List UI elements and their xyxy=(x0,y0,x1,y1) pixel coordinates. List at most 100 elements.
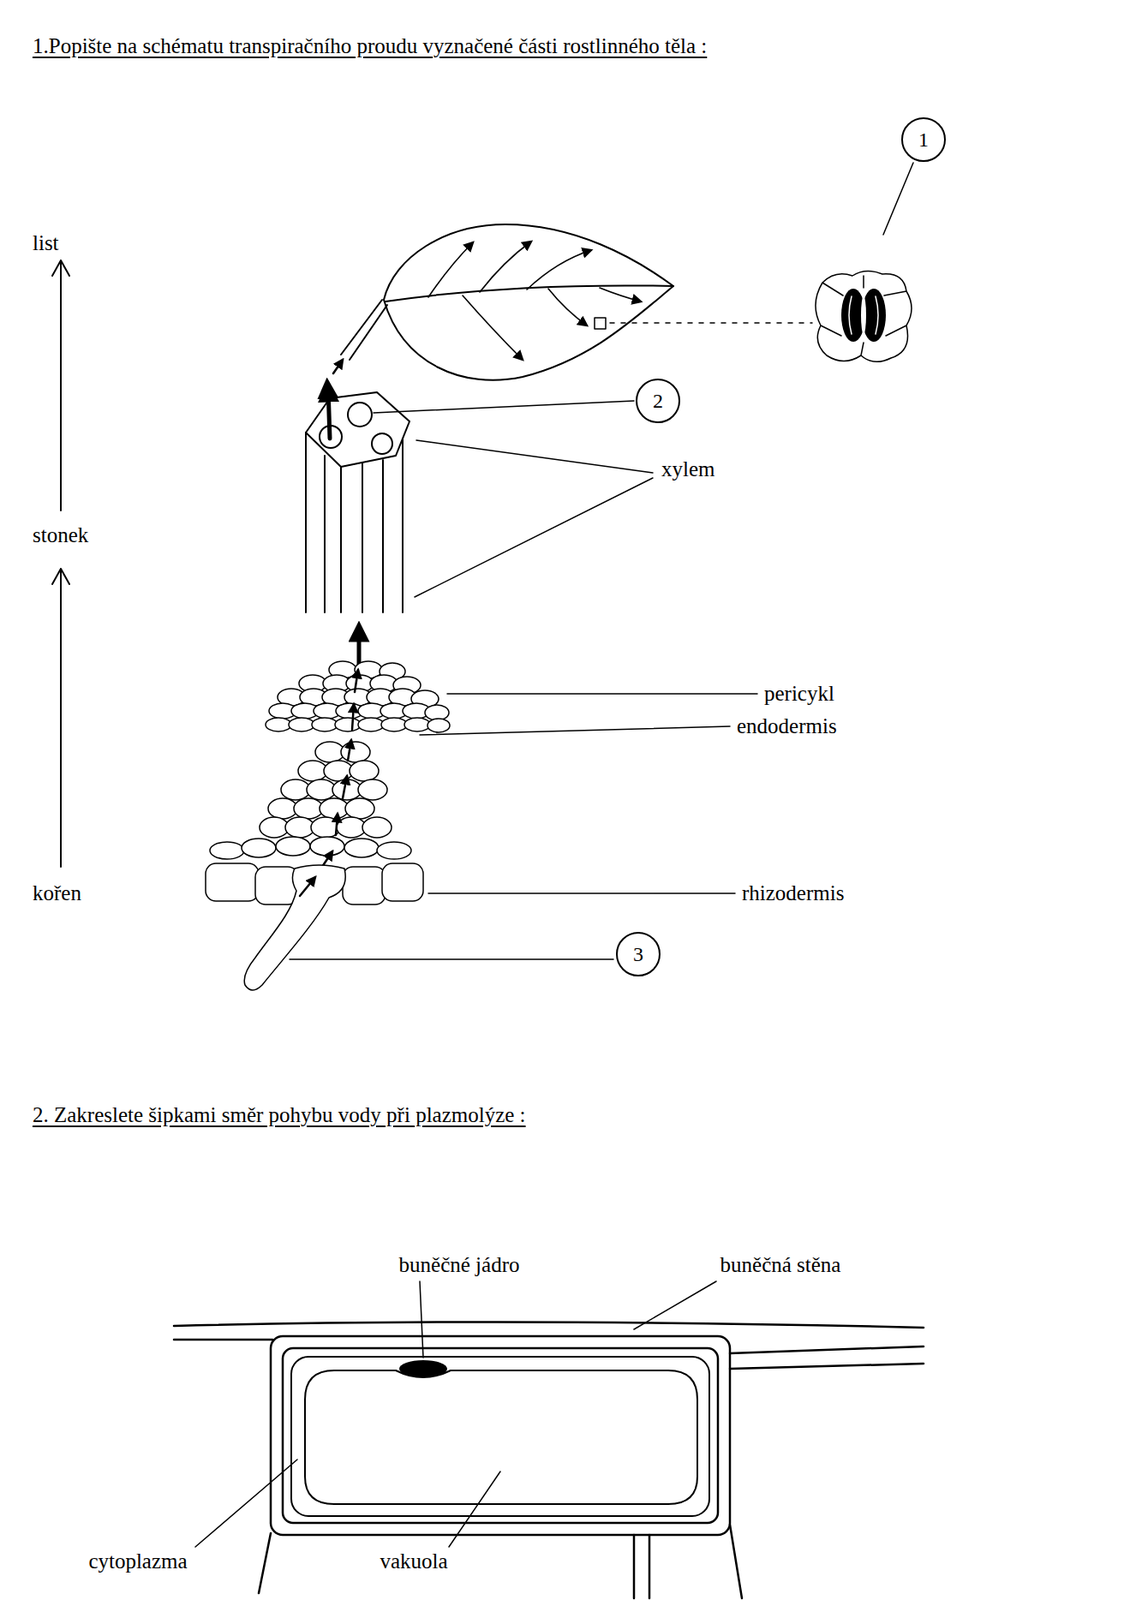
cell xyxy=(275,837,311,856)
cell xyxy=(285,817,315,838)
leader-line xyxy=(428,892,736,895)
tissue-label: rhizodermis xyxy=(741,881,844,907)
part-label: buněčné jádro xyxy=(399,1253,521,1279)
cell xyxy=(306,779,336,801)
cell-wall xyxy=(173,1339,924,1370)
leaf-vein-arrow xyxy=(526,250,592,290)
rhizodermis-cells xyxy=(205,863,424,991)
cell xyxy=(311,717,338,732)
cell xyxy=(323,760,353,782)
cell xyxy=(404,717,431,732)
epidermis-cells xyxy=(815,270,912,362)
cell xyxy=(336,817,366,838)
cell xyxy=(298,760,328,782)
guard-cell xyxy=(841,288,866,342)
callout-circle: 3 xyxy=(615,932,661,977)
cell xyxy=(205,863,259,902)
leaf-vein-arrow xyxy=(479,241,532,293)
leader-line xyxy=(448,1471,501,1548)
leader-line xyxy=(883,162,914,235)
direction-arrow xyxy=(52,260,70,511)
flow-arrow xyxy=(352,704,354,730)
leader-line xyxy=(289,958,614,961)
cell xyxy=(281,779,311,801)
leaf-vein-arrow xyxy=(599,287,641,302)
xylem-arrow xyxy=(328,387,330,439)
xylem-vessel xyxy=(347,402,372,427)
organ-label: list xyxy=(32,231,60,257)
direction-arrow xyxy=(52,568,70,867)
cell xyxy=(255,866,299,905)
cell xyxy=(342,866,386,905)
task-heading: 2. Zakreslete šipkami směr pohybu vody p… xyxy=(32,1103,527,1129)
callout-circle: 2 xyxy=(635,378,681,424)
task-heading: 1.Popište na schématu transpiračního pro… xyxy=(32,34,707,60)
callout-circle: 1 xyxy=(901,117,946,162)
leaf-petiole xyxy=(340,299,388,360)
leader-line xyxy=(419,726,730,736)
flow-arrow xyxy=(357,627,362,667)
cell-membrane xyxy=(291,1357,710,1517)
cell xyxy=(362,817,392,838)
leaf-vein-arrow xyxy=(428,242,473,298)
cell xyxy=(315,741,345,763)
flow-arrow xyxy=(335,813,338,836)
callout-number: 1 xyxy=(918,129,929,150)
plant-cell xyxy=(173,1321,924,1599)
xylem-vessel xyxy=(371,433,393,455)
cell xyxy=(332,779,362,801)
part-label: vakuola xyxy=(379,1549,448,1575)
leader-line xyxy=(373,400,634,413)
cell xyxy=(259,817,289,838)
tissue-label: pericykl xyxy=(764,681,835,707)
guard-cell-highlight xyxy=(848,296,879,335)
part-label: cytoplazma xyxy=(88,1549,187,1575)
cell xyxy=(345,798,375,820)
stoma-pore xyxy=(860,296,867,335)
cell xyxy=(241,838,276,858)
cell xyxy=(358,779,388,801)
cell xyxy=(376,842,412,860)
guard-cell xyxy=(861,288,886,342)
leader-line xyxy=(447,693,758,695)
xylem-section xyxy=(305,392,410,467)
cell xyxy=(265,717,292,732)
cell xyxy=(358,717,384,732)
cell xyxy=(382,863,424,902)
vacuole xyxy=(304,1370,698,1505)
detail-line xyxy=(609,322,813,324)
cell-wall xyxy=(173,1321,924,1328)
pericycle-cells xyxy=(265,661,450,733)
cell xyxy=(334,717,361,732)
tissue-label: endodermis xyxy=(736,714,838,740)
tissue-label: xylem xyxy=(661,457,716,483)
cell xyxy=(268,798,298,820)
detail-square xyxy=(594,317,606,329)
leader-line xyxy=(633,1281,717,1330)
cortex-cells xyxy=(209,741,412,860)
leader-line xyxy=(195,1459,298,1548)
root-hair xyxy=(244,865,346,991)
cell xyxy=(427,718,450,733)
leader-line xyxy=(419,1281,424,1358)
nucleus xyxy=(399,1360,448,1378)
cell xyxy=(288,717,315,732)
cell xyxy=(310,837,345,856)
cell xyxy=(344,838,379,858)
leaf-vein-arrow xyxy=(548,288,587,326)
cell xyxy=(381,717,407,732)
organ-label: kořen xyxy=(32,881,82,907)
cell xyxy=(349,760,379,782)
leaf-outline xyxy=(383,224,674,381)
callout-number: 2 xyxy=(652,390,664,412)
leaf-vein-arrow xyxy=(462,295,523,360)
flow-arrow xyxy=(342,776,347,799)
flow-arrow xyxy=(354,669,359,693)
cell xyxy=(319,798,349,820)
cell-wall xyxy=(270,1336,730,1536)
cell xyxy=(209,842,245,860)
xylem-vessels xyxy=(305,432,403,613)
flow-arrow xyxy=(299,877,316,897)
